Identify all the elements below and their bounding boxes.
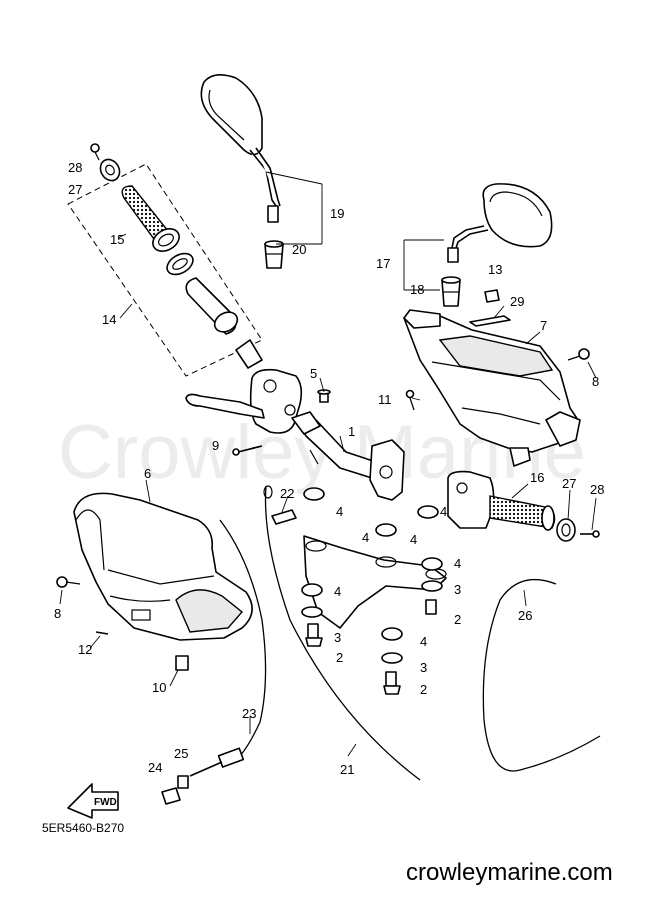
left-switch-housing — [249, 368, 303, 434]
screw-28-left — [90, 143, 100, 161]
right-switch-housing — [447, 470, 495, 529]
callout-1: 1 — [348, 424, 355, 439]
callout-29: 29 — [510, 294, 524, 309]
callout-3: 3 — [334, 630, 341, 645]
left-handlebar-tube — [235, 339, 263, 369]
callout-28: 28 — [68, 160, 82, 175]
callout-labels: 1 2 2 2 3 3 3 4 4 4 4 4 4 4 5 6 7 8 8 9 … — [54, 160, 604, 777]
callout-27: 27 — [68, 182, 82, 197]
callout-5: 5 — [310, 366, 317, 381]
callout-10: 10 — [152, 680, 166, 695]
pin-12 — [95, 631, 109, 635]
callout-12: 12 — [78, 642, 92, 657]
clip-22 — [263, 485, 297, 525]
front-cowl-6 — [73, 492, 253, 641]
callout-3: 3 — [454, 582, 461, 597]
callout-24: 24 — [148, 760, 162, 775]
callout-13: 13 — [488, 262, 502, 277]
throttle-sleeve — [185, 277, 239, 335]
brake-lever — [185, 393, 265, 419]
wingnut-24 — [161, 787, 181, 805]
handlebar-bracket — [303, 535, 447, 629]
grip-end-27-right — [556, 518, 576, 542]
screw-11 — [405, 389, 415, 411]
callout-4: 4 — [336, 504, 343, 519]
damper-stack-left — [301, 487, 325, 647]
callout-27: 27 — [562, 476, 576, 491]
callout-8: 8 — [592, 374, 599, 389]
ring-washer — [166, 252, 194, 276]
fwd-arrow-icon: FWD — [67, 783, 119, 819]
callout-4: 4 — [362, 530, 369, 545]
callout-15: 15 — [110, 232, 124, 247]
callout-21: 21 — [340, 762, 354, 777]
callout-2: 2 — [336, 650, 343, 665]
callout-18: 18 — [410, 282, 424, 297]
cap-13 — [484, 289, 500, 303]
callout-9: 9 — [212, 438, 219, 453]
cable-21 — [264, 485, 421, 781]
callout-20: 20 — [292, 242, 306, 257]
callout-2: 2 — [454, 612, 461, 627]
callout-6: 6 — [144, 466, 151, 481]
callout-16: 16 — [530, 470, 544, 485]
right-grip-16 — [489, 495, 556, 531]
callout-2: 2 — [420, 682, 427, 697]
screw-8-left — [56, 576, 81, 588]
callout-4: 4 — [454, 556, 461, 571]
pad-29 — [469, 315, 511, 327]
callout-11: 11 — [378, 392, 392, 407]
callout-19: 19 — [330, 206, 344, 221]
cable-23-adjuster — [189, 747, 245, 777]
fwd-label: FWD — [94, 797, 117, 808]
footer-url: crowleymarine.com — [406, 859, 613, 886]
callout-4: 4 — [334, 584, 341, 599]
callout-7: 7 — [540, 318, 547, 333]
damper-stack-right — [417, 505, 443, 615]
callout-4: 4 — [410, 532, 417, 547]
callout-3: 3 — [420, 660, 427, 675]
callout-17: 17 — [376, 256, 390, 271]
cable-26 — [482, 578, 601, 772]
mirror-nut-18 — [441, 276, 461, 307]
callout-23: 23 — [242, 706, 256, 721]
nut-25 — [177, 775, 189, 789]
upper-cover-7 — [403, 309, 581, 467]
mirror-nut-20 — [264, 240, 284, 269]
callout-8: 8 — [54, 606, 61, 621]
callout-4: 4 — [420, 634, 427, 649]
damper-stack-middle — [375, 523, 403, 695]
grip-end-27-left — [99, 158, 121, 182]
handlebar-1 — [291, 411, 405, 501]
callout-25: 25 — [174, 746, 188, 761]
callout-14: 14 — [102, 312, 116, 327]
diagram-code: 5ER5460-B270 — [42, 821, 124, 835]
leader-lines — [59, 171, 597, 757]
callout-26: 26 — [518, 608, 532, 623]
callout-4: 4 — [440, 504, 447, 519]
right-mirror — [447, 183, 553, 263]
callout-28: 28 — [590, 482, 604, 497]
cable-23 — [219, 519, 267, 757]
left-mirror — [200, 74, 281, 223]
nut-10 — [175, 655, 189, 671]
grip-15-left — [121, 185, 180, 252]
group-14-dashed-box — [67, 163, 263, 377]
screw-8-right — [567, 348, 590, 361]
screw-28-right — [580, 530, 600, 538]
callout-22: 22 — [280, 486, 294, 501]
